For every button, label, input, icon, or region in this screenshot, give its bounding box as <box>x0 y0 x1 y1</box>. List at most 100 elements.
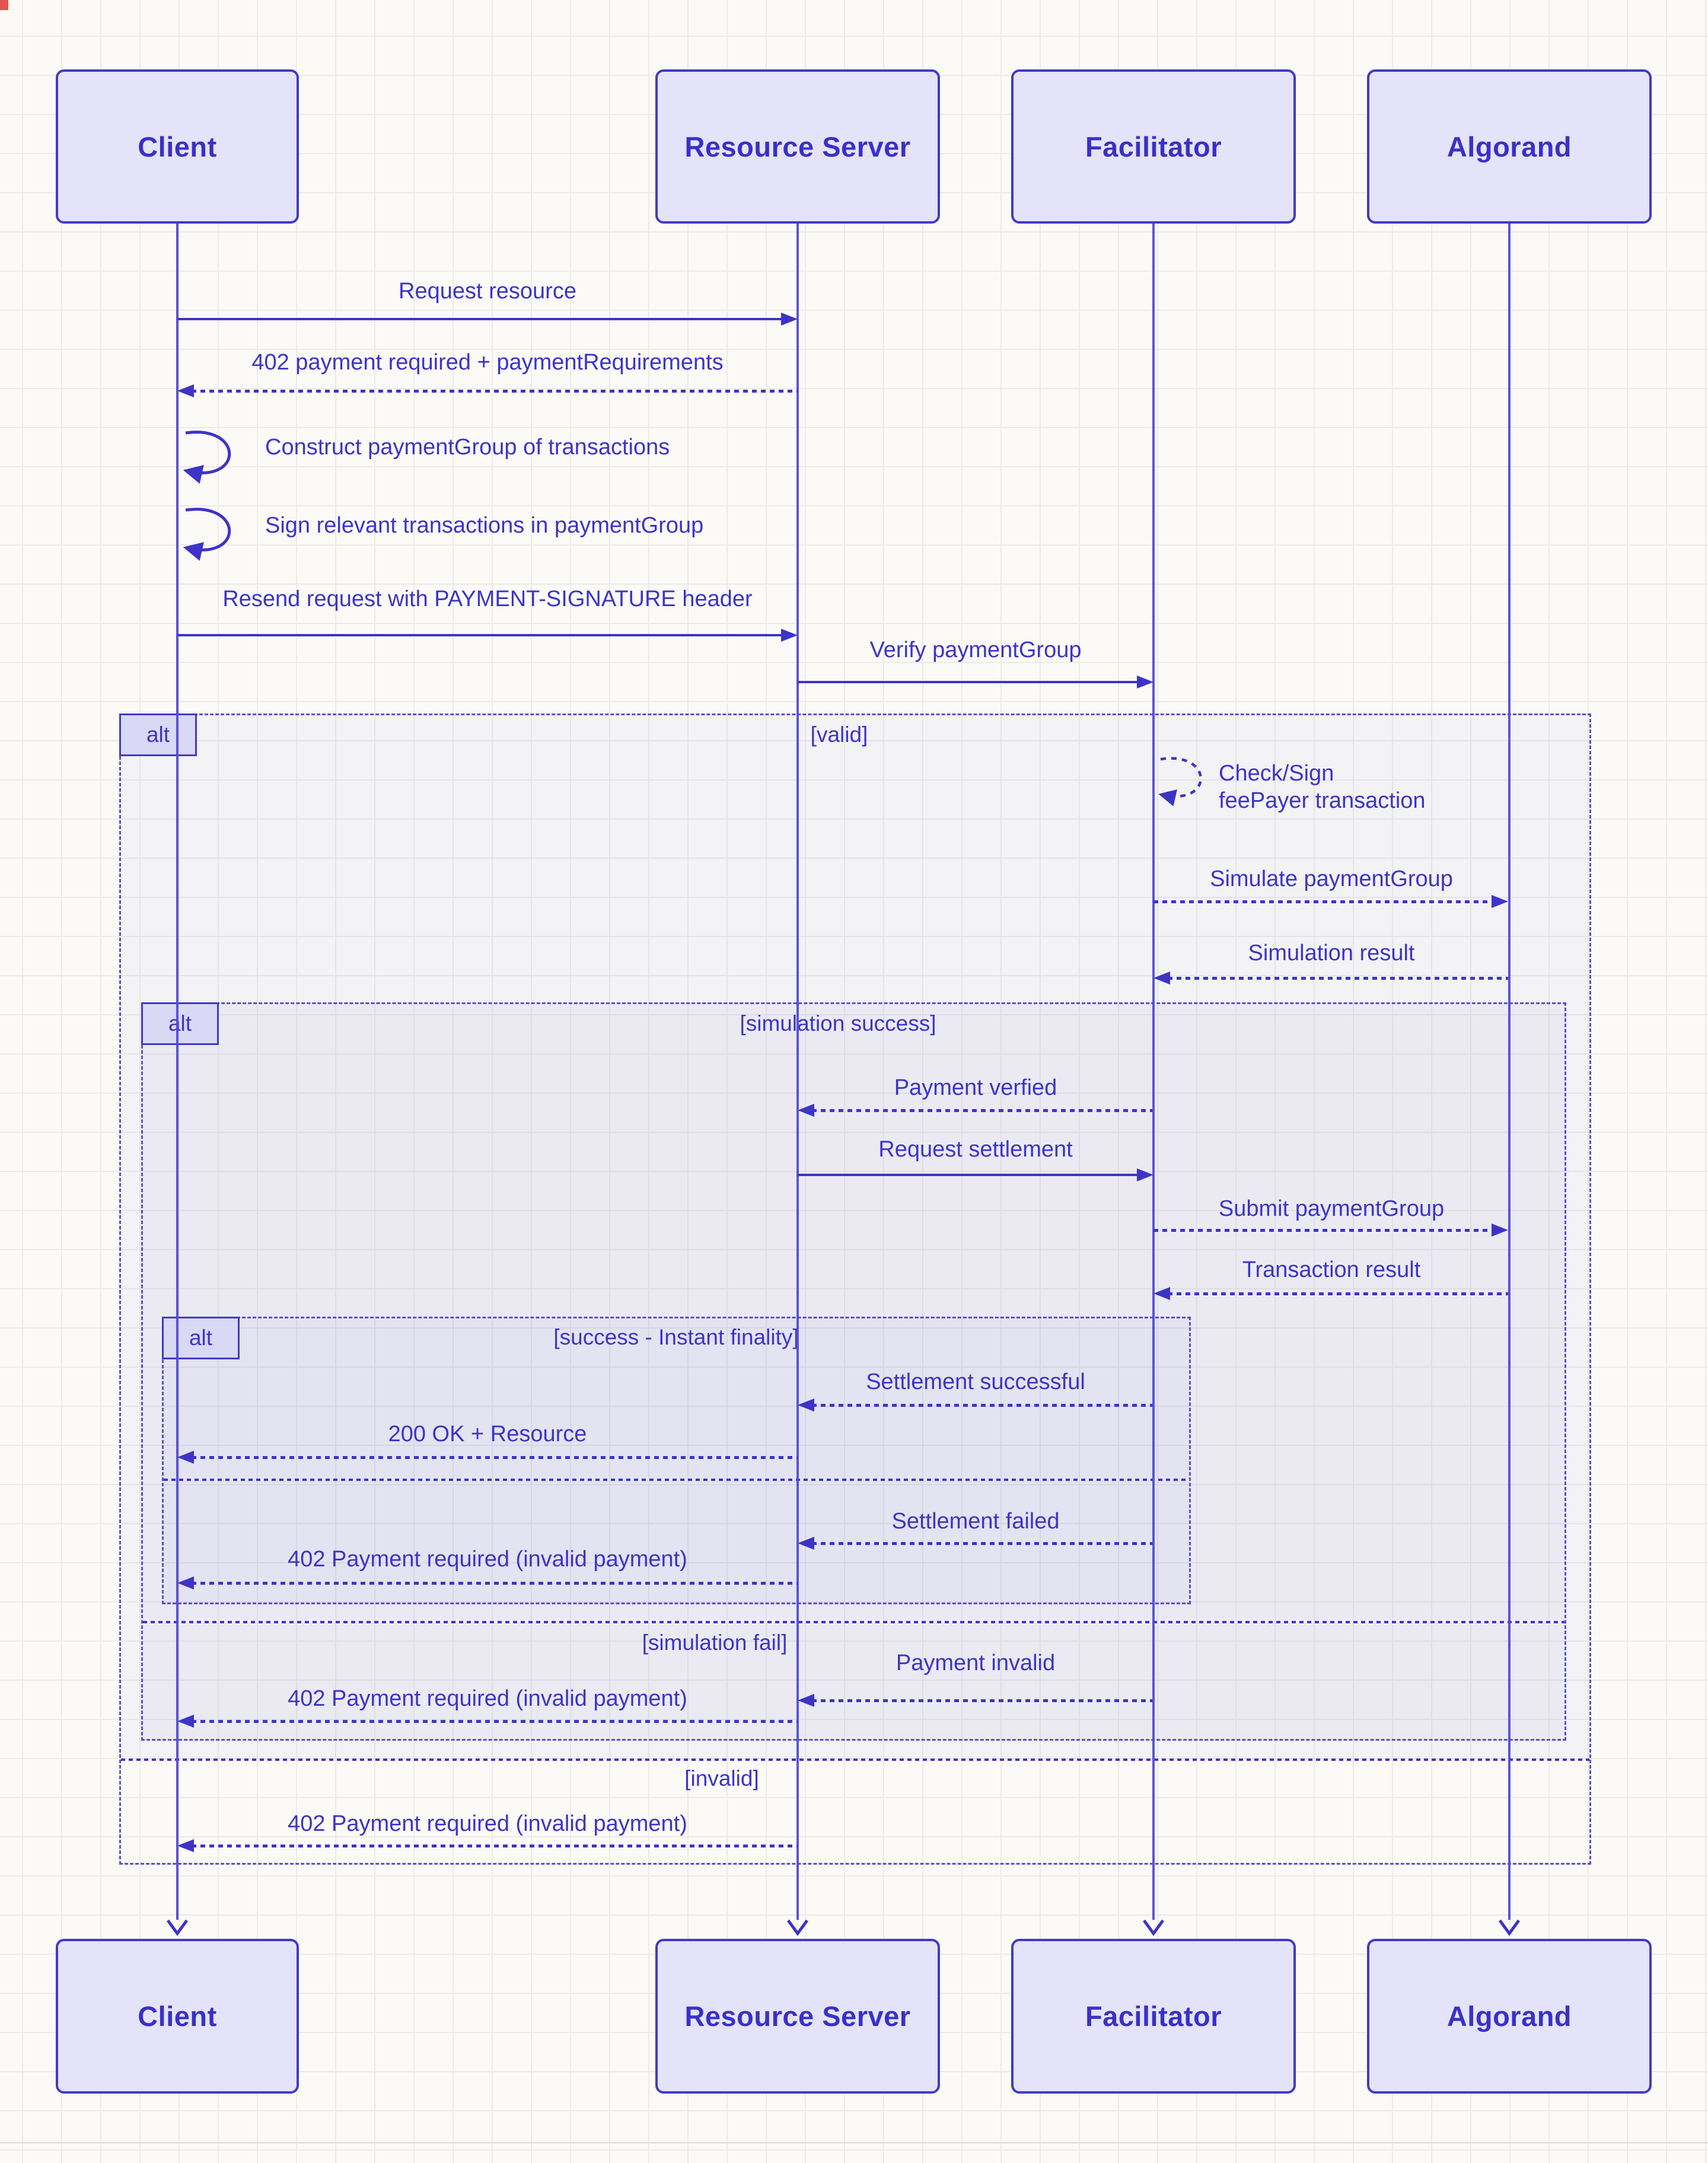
lifeline-arrowhead-facilitator <box>1142 1919 1165 1936</box>
alt-tag-outer-label: alt <box>146 722 170 747</box>
message-payment-verfied: Payment verfied <box>894 1075 1057 1100</box>
arrowhead <box>177 1451 194 1464</box>
message-request-settlement: Request settlement <box>878 1137 1073 1162</box>
alt-outer-divider <box>121 1759 1589 1761</box>
message-402-invalid-payment-2: 402 Payment required (invalid payment) <box>288 1686 687 1711</box>
participant-bottom-algorand: Algorand <box>1367 1939 1652 2094</box>
message-settlement-successful: Settlement successful <box>866 1369 1085 1394</box>
arrowhead <box>177 1576 194 1589</box>
arrow-request-resource <box>177 318 783 320</box>
message-check-sign-feepayer: Check/Sign feePayer transaction <box>1219 760 1426 814</box>
alt-tag-outer: alt <box>119 713 197 756</box>
message-402-invalid-payment-3: 402 Payment required (invalid payment) <box>288 1811 687 1836</box>
alt-middle-section-success <box>143 1004 1564 1621</box>
arrowhead <box>1137 676 1153 689</box>
lifeline-arrowhead-client <box>166 1919 189 1936</box>
participant-bottom-facilitator: Facilitator <box>1011 1939 1296 2094</box>
message-402-invalid-payment-1: 402 Payment required (invalid payment) <box>288 1547 687 1572</box>
participant-label: Resource Server <box>684 130 911 163</box>
message-sign-transactions: Sign relevant transactions in paymentGro… <box>265 513 704 538</box>
arrowhead <box>798 1399 814 1412</box>
participant-top-resource-server: Resource Server <box>655 69 940 224</box>
self-loop-construct-payment-group <box>183 431 231 484</box>
major-gridline <box>0 2142 1708 2143</box>
message-simulate-payment-group: Simulate paymentGroup <box>1210 867 1453 891</box>
caption-success-instant-finality: [success - Instant finality] <box>553 1325 799 1349</box>
arrow-402-invalid-payment-3 <box>192 1845 798 1847</box>
message-line-1: Check/Sign <box>1219 761 1334 786</box>
arrow-payment-verfied <box>812 1109 1152 1112</box>
arrowhead <box>177 1839 194 1852</box>
arrow-402-invalid-payment-1 <box>192 1582 798 1585</box>
participant-bottom-resource-server: Resource Server <box>655 1939 940 2094</box>
corner-red-mark <box>0 0 8 10</box>
participant-label: Algorand <box>1446 2000 1572 2032</box>
arrowhead <box>781 313 798 326</box>
arrow-submit-payment-group <box>1153 1229 1492 1232</box>
message-request-resource: Request resource <box>399 279 576 304</box>
lifeline-arrowhead-resource-server <box>786 1919 809 1936</box>
self-loop-sign-transactions <box>183 508 231 561</box>
caption-invalid: [invalid] <box>684 1766 759 1791</box>
caption-simulation-success: [simulation success] <box>740 1011 936 1036</box>
message-payment-invalid: Payment invalid <box>896 1651 1056 1675</box>
alt-tag-middle: alt <box>141 1002 219 1045</box>
arrowhead <box>1492 1224 1508 1237</box>
arrow-verify-payment-group <box>798 681 1139 683</box>
participant-label: Facilitator <box>1085 2000 1222 2032</box>
participant-top-algorand: Algorand <box>1367 69 1652 224</box>
alt-tag-middle-label: alt <box>168 1011 192 1036</box>
arrow-settlement-successful <box>812 1404 1152 1407</box>
arrow-402-invalid-payment-2 <box>192 1720 798 1723</box>
arrow-request-settlement <box>798 1174 1139 1176</box>
alt-frame-outer <box>119 713 1591 1865</box>
alt-outer-section-valid <box>121 715 1589 1760</box>
lifeline-arrowhead-algorand <box>1498 1919 1521 1936</box>
arrowhead <box>798 1104 814 1117</box>
alt-inner-section-success <box>164 1318 1189 1479</box>
participant-label: Client <box>138 2000 217 2032</box>
arrow-200-ok-resource <box>192 1456 798 1459</box>
arrow-transaction-result <box>1168 1292 1508 1295</box>
arrowhead <box>1492 895 1508 908</box>
lifeline-facilitator <box>1152 224 1155 1920</box>
message-construct-payment-group: Construct paymentGroup of transactions <box>265 435 670 460</box>
participant-top-client: Client <box>56 69 299 224</box>
arrowhead <box>781 629 798 642</box>
arrow-402-payment-required <box>192 390 798 393</box>
arrowhead <box>1153 971 1170 985</box>
alt-middle-divider <box>143 1621 1564 1623</box>
participant-top-facilitator: Facilitator <box>1011 69 1296 224</box>
arrowhead <box>798 1537 814 1550</box>
self-loop-check-sign-feepayer <box>1158 757 1202 807</box>
caption-valid: [valid] <box>810 722 868 747</box>
message-submit-payment-group: Submit paymentGroup <box>1218 1196 1445 1221</box>
lifeline-algorand <box>1508 224 1511 1920</box>
participant-bottom-client: Client <box>56 1939 299 2094</box>
lifeline-resource-server <box>796 224 799 1920</box>
alt-tag-inner: alt <box>162 1317 240 1359</box>
message-verify-payment-group: Verify paymentGroup <box>869 638 1082 662</box>
message-line-2: feePayer transaction <box>1219 788 1426 813</box>
message-transaction-result: Transaction result <box>1242 1257 1421 1282</box>
arrow-simulate-payment-group <box>1153 900 1492 903</box>
arrowhead <box>798 1694 814 1707</box>
arrow-resend-request <box>177 634 783 636</box>
arrowhead <box>1153 1287 1170 1300</box>
arrow-settlement-failed <box>812 1542 1152 1545</box>
arrowhead <box>177 1715 194 1728</box>
participant-label: Facilitator <box>1085 130 1222 163</box>
alt-middle-section-fail <box>143 1623 1564 1741</box>
message-simulation-result: Simulation result <box>1248 941 1415 966</box>
message-402-payment-required: 402 payment required + paymentRequiremen… <box>251 350 724 375</box>
arrow-payment-invalid <box>812 1699 1152 1702</box>
alt-inner-divider <box>164 1479 1189 1481</box>
caption-simulation-fail: [simulation fail] <box>642 1630 788 1655</box>
alt-tag-inner-label: alt <box>189 1326 213 1350</box>
participant-label: Resource Server <box>684 2000 911 2032</box>
message-resend-request: Resend request with PAYMENT-SIGNATURE he… <box>222 587 753 611</box>
lifeline-client <box>176 224 179 1920</box>
message-200-ok-resource: 200 OK + Resource <box>388 1422 587 1447</box>
arrow-simulation-result <box>1168 977 1508 980</box>
